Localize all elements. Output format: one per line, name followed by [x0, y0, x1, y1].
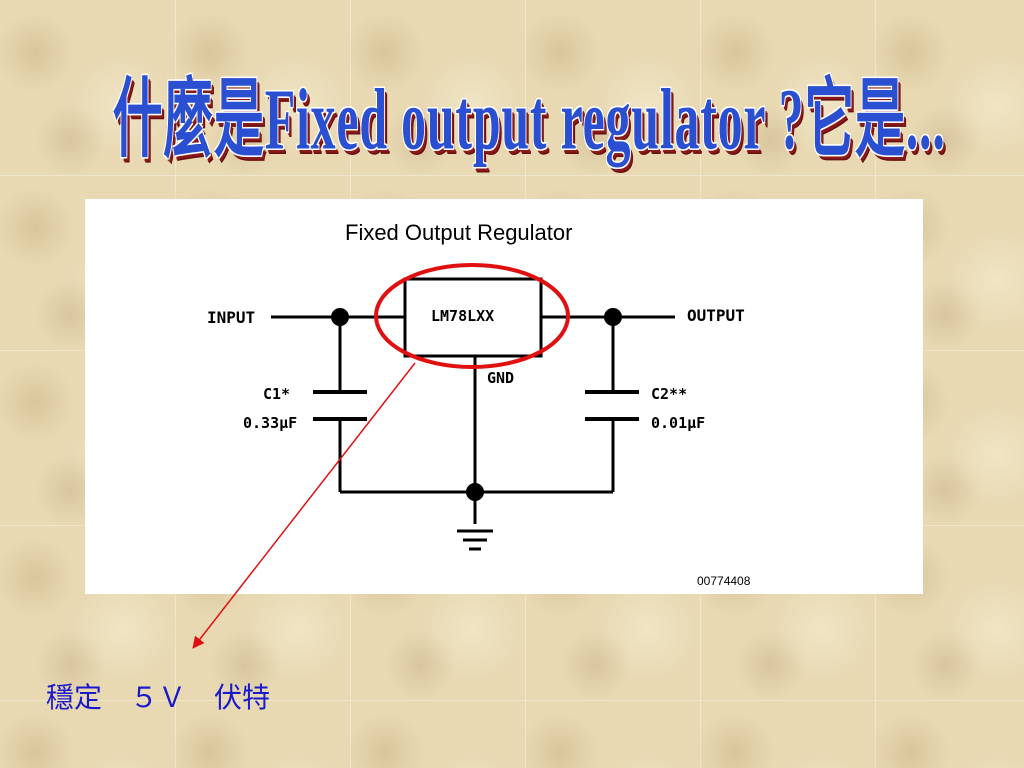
slide-title: 什麼是Fixed output regulator ?它是...: [112, 71, 946, 168]
ground-icon: [457, 529, 493, 551]
regulator-box: [403, 277, 543, 358]
caption-text: 穩定 ５Ｖ 伏特: [46, 681, 271, 714]
c1-value-label: 0.33µF: [243, 414, 297, 432]
c2-name-label: C2**: [651, 385, 687, 403]
regulator-label: LM78LXX: [431, 307, 494, 325]
capacitor-plates: [313, 390, 639, 421]
gnd-label: GND: [487, 369, 514, 387]
circuit-figure: Fixed Output Regulator: [85, 199, 923, 594]
pointer-arrow: [192, 362, 416, 649]
junction-dots: [331, 308, 622, 501]
output-label: OUTPUT: [687, 306, 745, 325]
input-label: INPUT: [207, 308, 255, 327]
diagram-heading: Fixed Output Regulator: [345, 220, 572, 245]
circuit-diagram: Fixed Output Regulator: [207, 220, 751, 588]
highlight-ellipse: [374, 263, 570, 369]
c1-name-label: C1*: [263, 385, 290, 403]
c2-value-label: 0.01µF: [651, 414, 705, 432]
figure-code: 00774408: [697, 574, 751, 588]
